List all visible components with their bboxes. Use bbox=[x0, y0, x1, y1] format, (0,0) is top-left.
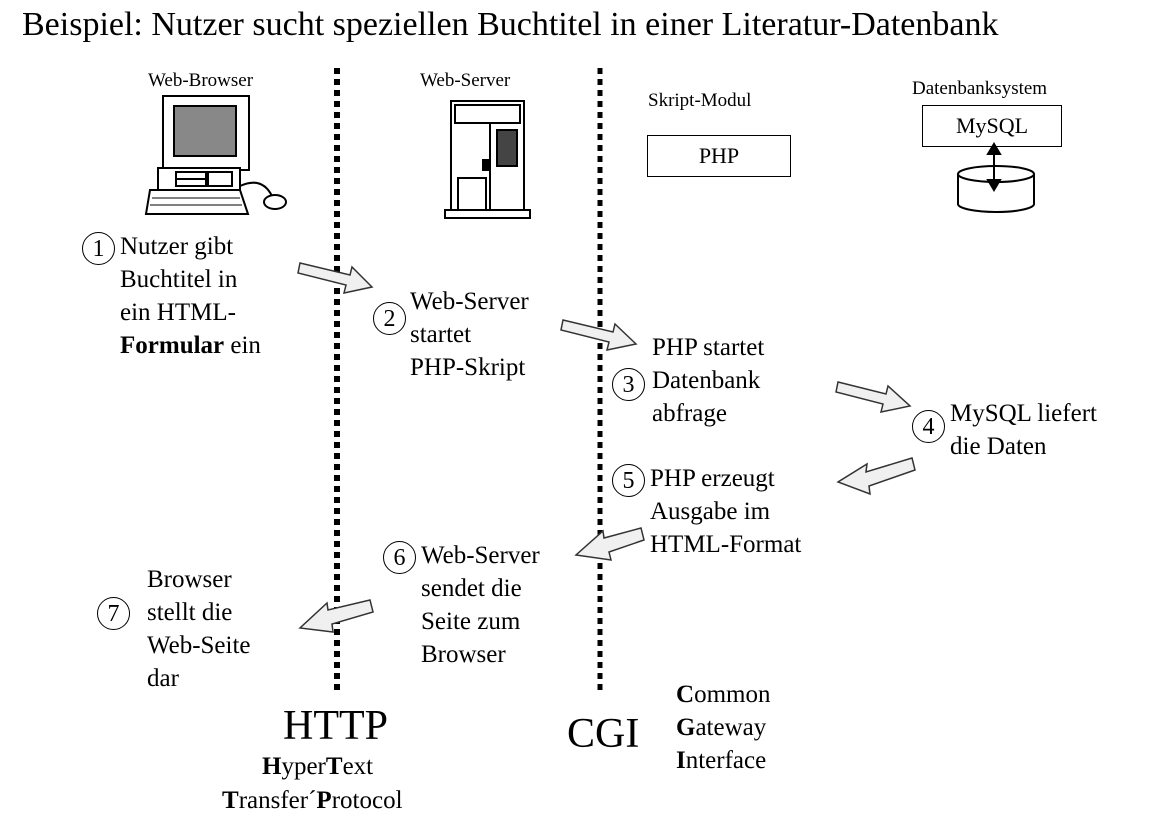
step-1-line: ein HTML- bbox=[120, 299, 236, 326]
http-bold-t: T bbox=[325, 753, 343, 780]
computer-icon bbox=[144, 95, 287, 215]
cgi-bold-c: C bbox=[676, 681, 695, 708]
step-3-line: Datenbank bbox=[652, 367, 761, 394]
step-4-number: 4 bbox=[912, 410, 945, 443]
http-bold-t2: T bbox=[222, 787, 239, 814]
step-3-text: PHP startet Datenbank abfrage bbox=[652, 331, 764, 430]
step-2-number: 2 bbox=[373, 302, 406, 335]
cgi-expansion: Common Gateway Interface bbox=[676, 678, 770, 777]
database-icon bbox=[957, 165, 1035, 213]
step-4-text: MySQL liefert die Daten bbox=[950, 397, 1097, 463]
step-6-text: Web-Server sendet die Seite zum Browser bbox=[421, 539, 540, 671]
php-box: PHP bbox=[647, 135, 791, 177]
cgi-line-common: Common bbox=[676, 678, 770, 711]
step-6-line: Seite zum bbox=[421, 608, 521, 635]
step-7-number: 7 bbox=[97, 597, 130, 630]
step-4-line: die Daten bbox=[950, 433, 1047, 460]
step-2-line: PHP-Skript bbox=[410, 354, 526, 381]
step-7-line: Browser bbox=[147, 566, 232, 593]
arrow-step6-to-7 bbox=[298, 599, 374, 633]
step-4-line: MySQL liefert bbox=[950, 400, 1097, 427]
arrow-step4-to-5 bbox=[836, 457, 916, 496]
step-3-number: 3 bbox=[612, 368, 645, 401]
step-6-line: Web-Server bbox=[421, 542, 540, 569]
step-5-line: Ausgabe im bbox=[650, 498, 771, 525]
http-rest-ext: ext bbox=[342, 753, 374, 780]
cgi-rest-ommon: ommon bbox=[694, 681, 771, 708]
step-7-line: Web-Seite bbox=[147, 632, 251, 659]
cgi-bold-i: I bbox=[676, 747, 686, 774]
step-1-line: Formular ein bbox=[120, 329, 261, 362]
step-6-line: sendet die bbox=[421, 575, 522, 602]
cgi-line-gateway: Gateway bbox=[676, 711, 770, 744]
http-rest-yper: yper bbox=[281, 753, 326, 780]
step-6-number: 6 bbox=[383, 541, 416, 574]
mysql-box: MySQL bbox=[922, 105, 1062, 147]
http-bold-p: P bbox=[316, 787, 332, 814]
step-2-line: startet bbox=[410, 321, 472, 348]
step-5-line: HTML-Format bbox=[650, 531, 802, 558]
cgi-rest-nterface: nterface bbox=[685, 747, 767, 774]
label-skript-modul: Skript-Modul bbox=[648, 90, 752, 111]
http-rest-ransfer: ransfer´ bbox=[238, 787, 317, 814]
step-1-number: 1 bbox=[82, 232, 115, 265]
arrow-step3-to-4 bbox=[835, 381, 912, 413]
cgi-line-interface: Interface bbox=[676, 744, 770, 777]
step-7-line: stellt die bbox=[147, 599, 233, 626]
http-expansion-line2: Transfer´Protocol bbox=[222, 784, 403, 817]
http-rest-rotocol: rotocol bbox=[331, 787, 403, 814]
step-5-text: PHP erzeugt Ausgabe im HTML-Format bbox=[650, 462, 801, 561]
label-web-browser: Web-Browser bbox=[148, 70, 254, 91]
label-datenbanksystem: Datenbanksystem bbox=[912, 78, 1048, 99]
step-3-line: PHP startet bbox=[652, 334, 765, 361]
step-1-line: Nutzer gibt bbox=[120, 233, 234, 260]
php-box-label: PHP bbox=[698, 143, 740, 168]
label-web-server: Web-Server bbox=[420, 70, 511, 91]
step-5-line: PHP erzeugt bbox=[650, 465, 775, 492]
step-6-line: Browser bbox=[421, 641, 506, 668]
arrow-step1-to-2 bbox=[297, 262, 374, 294]
step-5-number: 5 bbox=[612, 464, 645, 497]
cgi-rest-ateway: ateway bbox=[695, 714, 767, 741]
step-7-line: dar bbox=[147, 665, 179, 692]
http-expansion-line1: HyperText bbox=[262, 750, 373, 783]
step-1-text: Nutzer gibt Buchtitel in ein HTML- Formu… bbox=[120, 230, 261, 362]
step-1-after-bold: ein bbox=[224, 332, 261, 359]
db-double-arrow bbox=[986, 142, 1002, 192]
server-icon bbox=[444, 100, 531, 219]
mysql-box-label: MySQL bbox=[955, 113, 1029, 138]
formular-word: Formular bbox=[120, 332, 225, 359]
step-7-text: Browser stellt die Web-Seite dar bbox=[147, 563, 251, 695]
http-abbr: HTTP bbox=[283, 703, 388, 749]
arrow-step5-to-6 bbox=[574, 527, 645, 561]
http-bold-h: H bbox=[262, 753, 282, 780]
step-3-line: abfrage bbox=[652, 400, 727, 427]
cgi-bold-g: G bbox=[676, 714, 696, 741]
step-1-line: Buchtitel in bbox=[120, 266, 238, 293]
step-2-text: Web-Server startet PHP-Skript bbox=[410, 285, 529, 384]
step-2-line: Web-Server bbox=[410, 288, 529, 315]
page-title: Beispiel: Nutzer sucht speziellen Buchti… bbox=[22, 6, 999, 43]
cgi-abbr: CGI bbox=[567, 711, 640, 757]
arrow-step2-to-3 bbox=[560, 319, 638, 351]
